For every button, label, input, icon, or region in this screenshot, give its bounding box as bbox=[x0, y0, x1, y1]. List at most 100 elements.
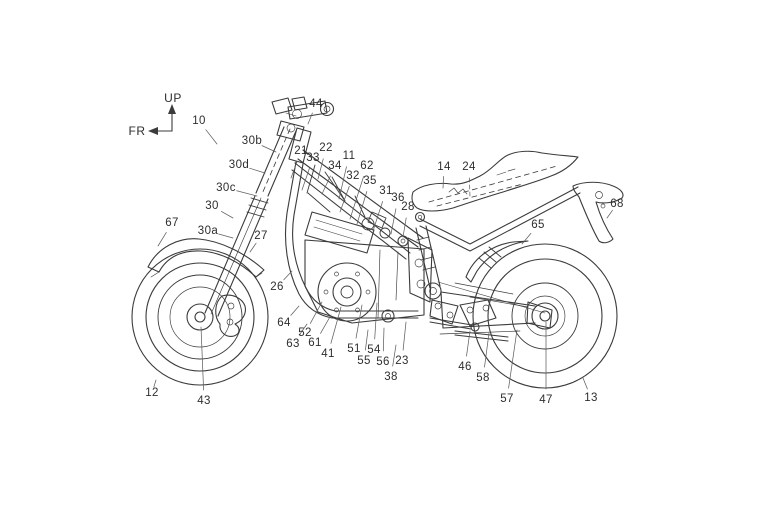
ref-label-33: 33 bbox=[306, 152, 320, 164]
leader-line-31 bbox=[372, 201, 383, 232]
leader-line-13 bbox=[582, 377, 588, 390]
leader-line-51 bbox=[355, 304, 363, 339]
engine bbox=[304, 211, 442, 324]
ref-label-47: 47 bbox=[539, 394, 553, 406]
ref-label-34: 34 bbox=[328, 160, 342, 172]
leader-line-35 bbox=[356, 191, 368, 225]
leader-line-43 bbox=[200, 326, 204, 391]
leader-line-54 bbox=[374, 302, 378, 340]
ref-label-64: 64 bbox=[277, 317, 291, 329]
leader-line-58 bbox=[484, 332, 490, 368]
rear-wheel bbox=[472, 243, 618, 389]
ref-label-65: 65 bbox=[531, 219, 545, 231]
ref-label-30d: 30d bbox=[228, 159, 250, 171]
ref-label-57: 57 bbox=[500, 393, 514, 405]
leader-line-63 bbox=[298, 323, 308, 336]
ref-label-55: 55 bbox=[357, 355, 371, 367]
leader-line-44 bbox=[307, 112, 313, 125]
leader-line-11 bbox=[338, 166, 347, 200]
front-brake-caliper bbox=[215, 294, 246, 337]
ref-label-30b: 30b bbox=[241, 135, 263, 147]
leader-line-24 bbox=[469, 177, 471, 199]
ref-label-14: 14 bbox=[437, 161, 451, 173]
leader-line-41 bbox=[330, 306, 342, 344]
leader-line-21 bbox=[290, 160, 298, 179]
leader-line-65 bbox=[521, 233, 532, 245]
leader-line-33 bbox=[301, 168, 310, 191]
axis-label-front: FR bbox=[128, 124, 146, 138]
ref-label-41: 41 bbox=[321, 348, 335, 360]
leader-line-62 bbox=[349, 176, 364, 220]
front-fender bbox=[147, 238, 265, 278]
leader-line-23 bbox=[402, 321, 407, 351]
ref-label-56: 56 bbox=[376, 356, 390, 368]
ref-label-11: 11 bbox=[342, 150, 356, 162]
ref-label-43: 43 bbox=[197, 395, 211, 407]
handlebar-assembly bbox=[271, 96, 335, 120]
leader-line-30a bbox=[218, 233, 234, 239]
ref-label-54: 54 bbox=[367, 344, 381, 356]
leader-line-14 bbox=[442, 176, 444, 189]
leader-line-30 bbox=[221, 211, 234, 219]
ref-label-32: 32 bbox=[346, 170, 360, 182]
ref-label-52: 52 bbox=[298, 327, 312, 339]
ref-label-31: 31 bbox=[379, 185, 393, 197]
leader-line-38 bbox=[392, 344, 397, 367]
ref-label-51: 51 bbox=[347, 343, 361, 355]
ref-label-10: 10 bbox=[192, 115, 206, 127]
leader-line-32 bbox=[339, 185, 350, 213]
leader-line-30c bbox=[236, 190, 258, 197]
leader-line-30b bbox=[261, 145, 277, 153]
leader-line-27 bbox=[249, 242, 257, 253]
leader-line-57 bbox=[508, 329, 518, 389]
ref-label-44: 44 bbox=[309, 98, 323, 110]
subframe bbox=[414, 186, 581, 252]
leader-line-67 bbox=[157, 232, 167, 247]
ref-label-13: 13 bbox=[584, 392, 598, 404]
ref-label-67: 67 bbox=[165, 217, 179, 229]
front-fork bbox=[204, 126, 297, 317]
leader-line-52 bbox=[309, 301, 323, 324]
leader-line-55 bbox=[365, 329, 369, 351]
ref-label-12: 12 bbox=[145, 387, 159, 399]
leader-line-28 bbox=[402, 217, 407, 238]
ref-label-30: 30 bbox=[205, 200, 219, 212]
leader-line-10 bbox=[205, 129, 218, 145]
ref-label-27: 27 bbox=[254, 230, 268, 242]
ref-label-24: 24 bbox=[462, 161, 476, 173]
ref-label-30a: 30a bbox=[197, 225, 219, 237]
ref-label-46: 46 bbox=[458, 361, 472, 373]
ref-label-68: 68 bbox=[610, 198, 624, 210]
ref-label-22: 22 bbox=[319, 142, 333, 154]
axis-label-up: UP bbox=[164, 91, 182, 105]
ref-label-26: 26 bbox=[270, 281, 284, 293]
ref-label-61: 61 bbox=[308, 337, 322, 349]
leader-line-56 bbox=[382, 327, 385, 352]
ref-label-21: 21 bbox=[294, 145, 308, 157]
leader-line-30d bbox=[249, 167, 266, 174]
ref-label-35: 35 bbox=[363, 175, 377, 187]
leader-lines bbox=[153, 112, 613, 391]
ref-label-63: 63 bbox=[286, 338, 300, 350]
leader-line-46 bbox=[466, 330, 471, 357]
leader-line-26 bbox=[283, 270, 293, 281]
leader-line-61 bbox=[320, 314, 332, 334]
front-wheel bbox=[131, 248, 269, 386]
ref-label-36: 36 bbox=[391, 192, 405, 204]
ref-label-38: 38 bbox=[384, 371, 398, 383]
leader-line-36 bbox=[390, 208, 397, 235]
leader-line-64 bbox=[290, 305, 300, 316]
shock-linkage bbox=[415, 225, 509, 342]
ref-label-23: 23 bbox=[395, 355, 409, 367]
leader-line-22 bbox=[317, 158, 324, 180]
ref-label-58: 58 bbox=[476, 372, 490, 384]
leader-line-34 bbox=[321, 175, 331, 195]
orientation-compass bbox=[148, 104, 176, 135]
tail-bracket bbox=[572, 181, 624, 244]
rear-hugger bbox=[465, 240, 529, 283]
leader-line-12 bbox=[153, 379, 157, 388]
seat-cowl bbox=[411, 150, 579, 212]
leader-line-68 bbox=[606, 209, 613, 219]
